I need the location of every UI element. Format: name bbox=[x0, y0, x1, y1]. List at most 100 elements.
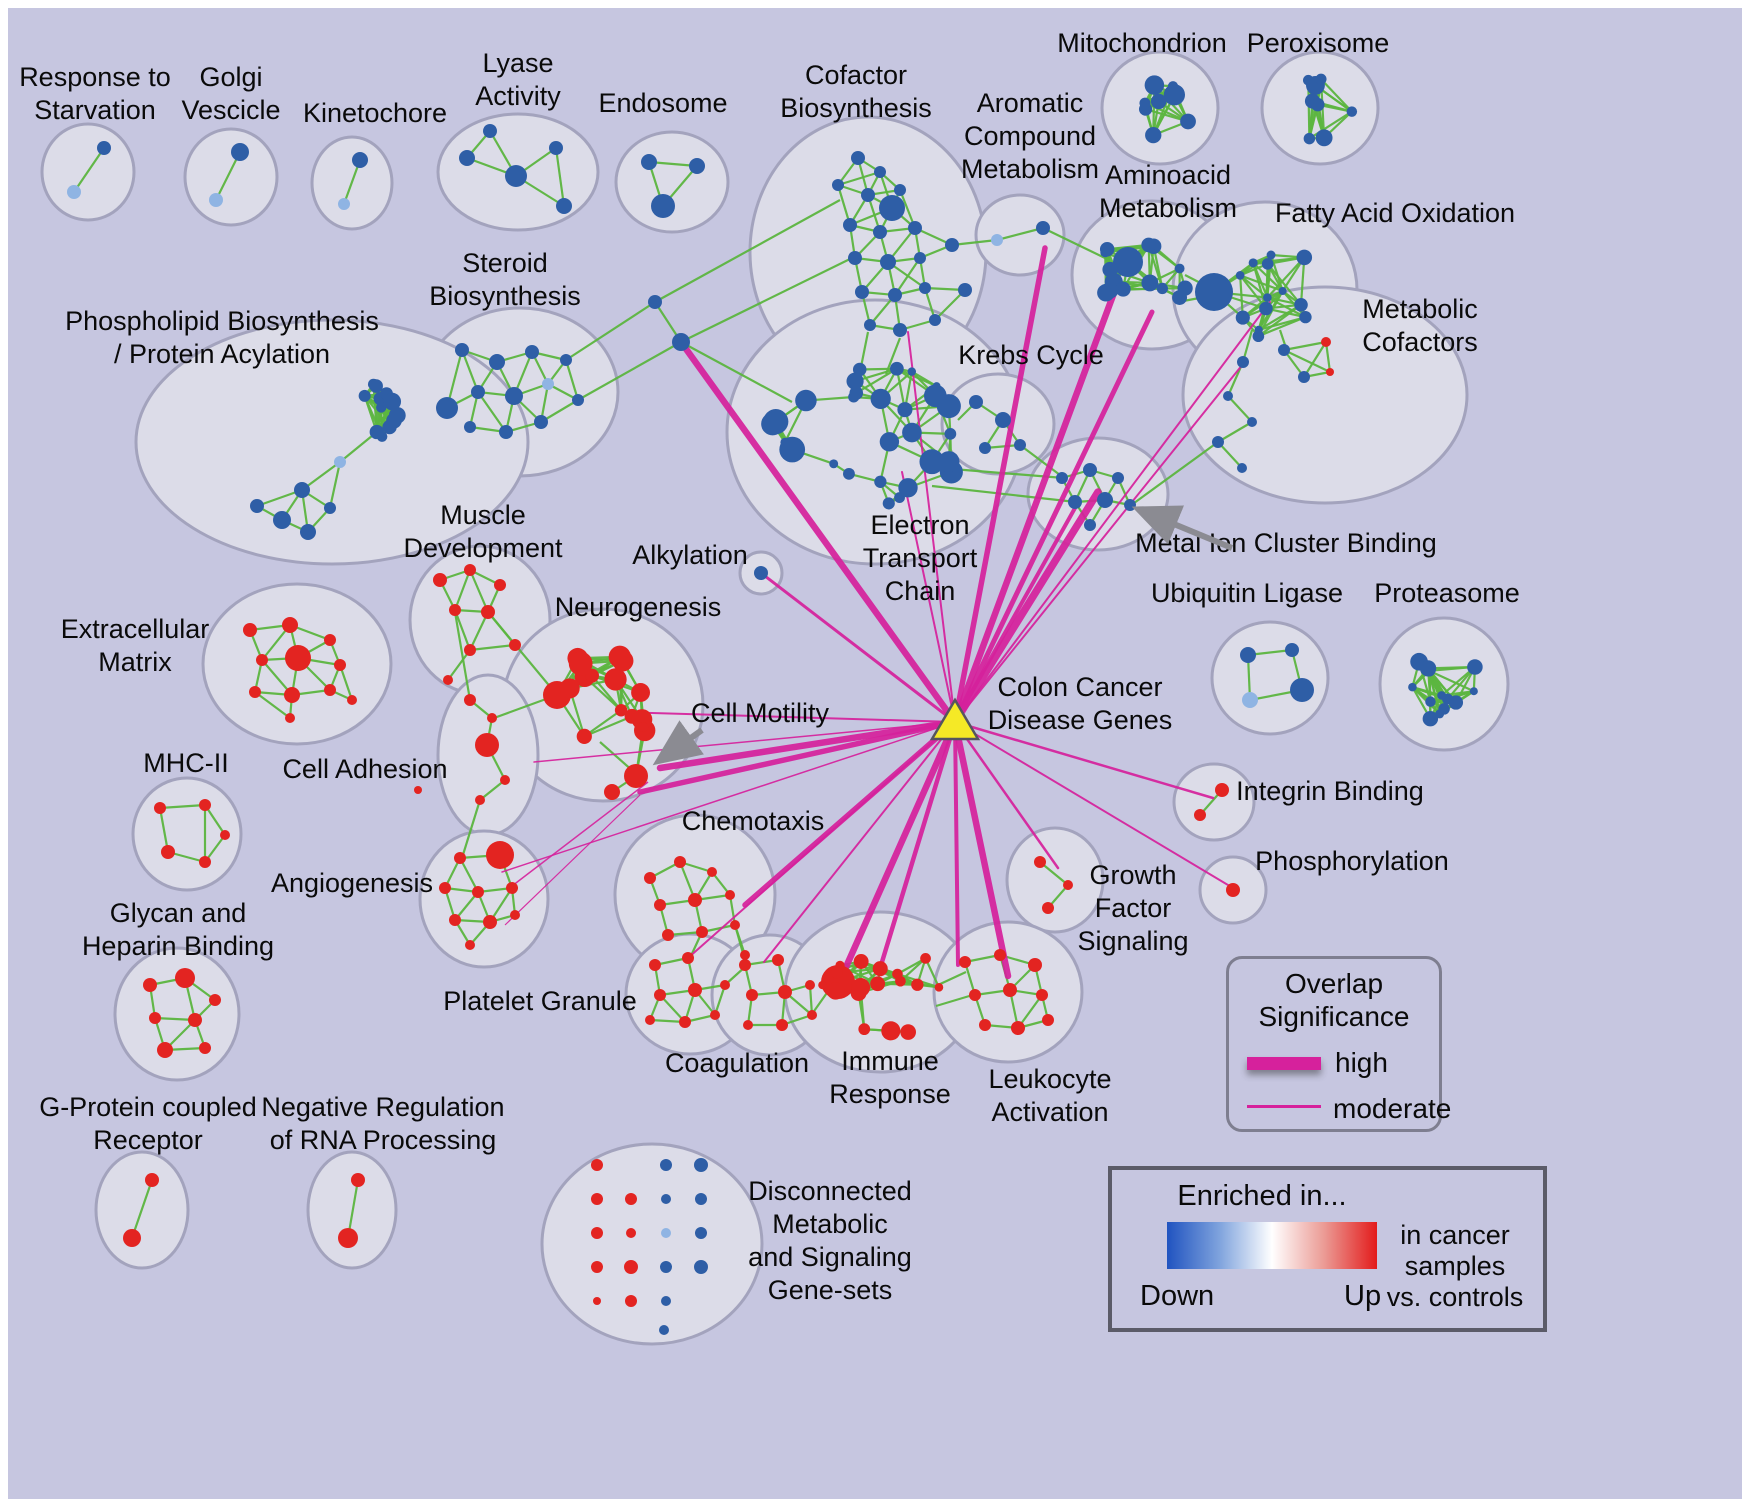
gene-set-node-metabolic-cofactors bbox=[1298, 371, 1310, 383]
gene-set-edge bbox=[1217, 421, 1253, 443]
gene-set-node-fatty-acid-oxidation bbox=[1299, 310, 1312, 324]
gene-set-edge bbox=[808, 984, 814, 1016]
cell-motility-pointer-arrow bbox=[652, 720, 704, 766]
gene-set-node-platelet-granule bbox=[649, 959, 661, 971]
gene-set-node-krebs-cycle bbox=[995, 412, 1011, 428]
gene-set-edge bbox=[934, 289, 966, 321]
overlap-legend-title: Overlap Significance bbox=[1229, 967, 1439, 1033]
gene-set-node-electron-transport-chain bbox=[938, 451, 960, 473]
gene-set-node-cofactor-biosynthesis bbox=[851, 151, 865, 165]
gene-set-node-disconnected-gene-sets bbox=[593, 1297, 601, 1305]
gene-set-edge bbox=[728, 894, 737, 926]
gene-set-node-cofactor-biosynthesis bbox=[864, 319, 876, 331]
gene-set-node-cofactor-biosynthesis bbox=[888, 288, 902, 302]
gene-set-node-lyase-activity bbox=[505, 165, 527, 187]
gene-set-node-steroid-biosynthesis bbox=[560, 354, 572, 366]
gene-set-node-extracellular-matrix bbox=[285, 713, 295, 723]
gene-set-node-electron-transport-chain bbox=[932, 382, 941, 391]
gene-set-node-electron-transport-chain bbox=[852, 362, 867, 377]
gene-set-node-disconnected-gene-sets bbox=[661, 1228, 671, 1238]
gene-set-node-steroid-biosynthesis bbox=[455, 343, 469, 357]
gene-set-node-electron-transport-chain bbox=[846, 372, 864, 390]
gene-set-edge bbox=[204, 804, 226, 836]
gene-set-node-cofactor-biosynthesis bbox=[945, 238, 959, 252]
cluster-ellipse-metabolic-cofactors bbox=[1181, 285, 1469, 505]
gene-set-node-fatty-acid-oxidation bbox=[1254, 325, 1263, 334]
gene-set-node-disconnected-gene-sets bbox=[591, 1193, 603, 1205]
gene-set-node-muscle-development bbox=[464, 564, 476, 576]
gene-set-node-fatty-acid-oxidation bbox=[1278, 286, 1287, 296]
cluster-ellipse-proteasome bbox=[1378, 616, 1510, 752]
gene-set-node-proteasome bbox=[1437, 691, 1446, 700]
gene-set-node-neurogenesis bbox=[604, 784, 620, 800]
overlap-significance-edge bbox=[952, 245, 1048, 725]
overlap-significance-edge bbox=[501, 721, 956, 873]
gene-set-node-disconnected-gene-sets bbox=[660, 1159, 672, 1171]
gene-set-node-disconnected-gene-sets bbox=[661, 1194, 671, 1204]
gene-set-node-coagulation bbox=[778, 985, 792, 999]
gene-set-node-immune-response bbox=[881, 1021, 901, 1041]
gene-set-node-proteasome bbox=[1467, 659, 1483, 675]
gene-set-node-cofactor-biosynthesis bbox=[832, 179, 844, 191]
gene-set-node-cofactor-biosynthesis bbox=[958, 283, 972, 297]
gene-set-node-mitochondrion bbox=[1163, 84, 1186, 106]
gene-set-node-electron-transport-chain bbox=[829, 459, 839, 469]
gene-set-node-fatty-acid-oxidation bbox=[1195, 273, 1233, 311]
gene-set-node-bridge-nodes bbox=[672, 333, 690, 351]
gene-set-edge bbox=[540, 399, 579, 423]
gene-set-node-disconnected-gene-sets bbox=[624, 1260, 638, 1274]
cluster-label-kinetochore: Kinetochore bbox=[303, 98, 447, 128]
inter-cluster-edge bbox=[937, 971, 967, 986]
gene-set-edge bbox=[713, 984, 727, 1016]
gene-set-node-cell-adhesion bbox=[475, 795, 485, 805]
gene-set-node-leukocyte-activation bbox=[1011, 1021, 1025, 1035]
nodes-layer bbox=[67, 73, 1483, 1335]
gene-set-node-neurogenesis bbox=[624, 764, 648, 788]
cluster-label-metal-ion-cluster-binding: Metal Ion Cluster Binding bbox=[1135, 528, 1437, 558]
gene-set-node-leukocyte-activation bbox=[1003, 983, 1017, 997]
gene-set-edge bbox=[328, 461, 342, 509]
inter-cluster-edge bbox=[487, 611, 558, 696]
inter-cluster-edge bbox=[951, 238, 998, 247]
cluster-label-phosphorylation: Phosphorylation bbox=[1255, 846, 1449, 876]
gene-set-node-endosome bbox=[689, 158, 705, 174]
gene-set-node-lyase-activity bbox=[459, 150, 475, 166]
gene-set-edge bbox=[564, 359, 580, 401]
gene-set-node-fatty-metal-chain bbox=[1223, 391, 1233, 401]
enrichment-down-label: Down bbox=[1140, 1280, 1215, 1312]
gene-set-node-proteasome bbox=[1419, 660, 1437, 677]
gene-set-edge bbox=[130, 1179, 154, 1239]
gene-set-node-integrin-binding bbox=[1194, 809, 1206, 821]
gene-set-node-electron-transport-chain bbox=[874, 475, 887, 488]
gene-set-node-metal-ion-cluster-binding bbox=[1083, 463, 1097, 477]
gene-set-edge bbox=[254, 691, 291, 719]
gene-set-node-fatty-acid-oxidation bbox=[1296, 249, 1313, 266]
gene-set-edge bbox=[554, 147, 566, 207]
gene-set-node-disconnected-gene-sets bbox=[660, 1261, 672, 1273]
gene-set-node-cofactor-biosynthesis bbox=[879, 195, 905, 221]
gene-set-node-extracellular-matrix bbox=[243, 623, 257, 637]
gene-set-node-angiogenesis bbox=[449, 914, 461, 926]
gene-set-node-angiogenesis bbox=[506, 882, 518, 894]
gene-set-node-steroid-biosynthesis bbox=[542, 378, 554, 390]
gene-set-node-phospholipid-biosynthesis bbox=[369, 379, 383, 393]
gene-set-node-steroid-biosynthesis bbox=[534, 415, 548, 429]
gene-set-node-neurogenesis bbox=[631, 683, 651, 702]
gene-set-node-metal-ion-cluster-binding bbox=[1068, 495, 1082, 509]
gene-set-node-extracellular-matrix bbox=[285, 645, 311, 671]
gene-set-node-mitochondrion bbox=[1144, 75, 1165, 95]
gene-set-edge bbox=[338, 664, 354, 701]
gene-set-node-phospholipid-biosynthesis bbox=[273, 511, 291, 529]
overlap-significance-edge bbox=[763, 721, 956, 963]
overlap-significance-edge bbox=[617, 711, 956, 723]
gene-set-node-chemotaxis bbox=[654, 899, 666, 911]
gene-set-node-cell-adhesion bbox=[475, 733, 499, 757]
gene-set-edge bbox=[855, 367, 898, 395]
gene-set-node-mhc-ii bbox=[220, 830, 230, 840]
gene-set-node-fatty-metal-chain bbox=[1237, 463, 1247, 473]
gene-set-node-krebs-cycle bbox=[1014, 439, 1026, 451]
inter-cluster-edge bbox=[577, 341, 682, 401]
gene-set-node-aminoacid-metabolism bbox=[1174, 263, 1185, 274]
